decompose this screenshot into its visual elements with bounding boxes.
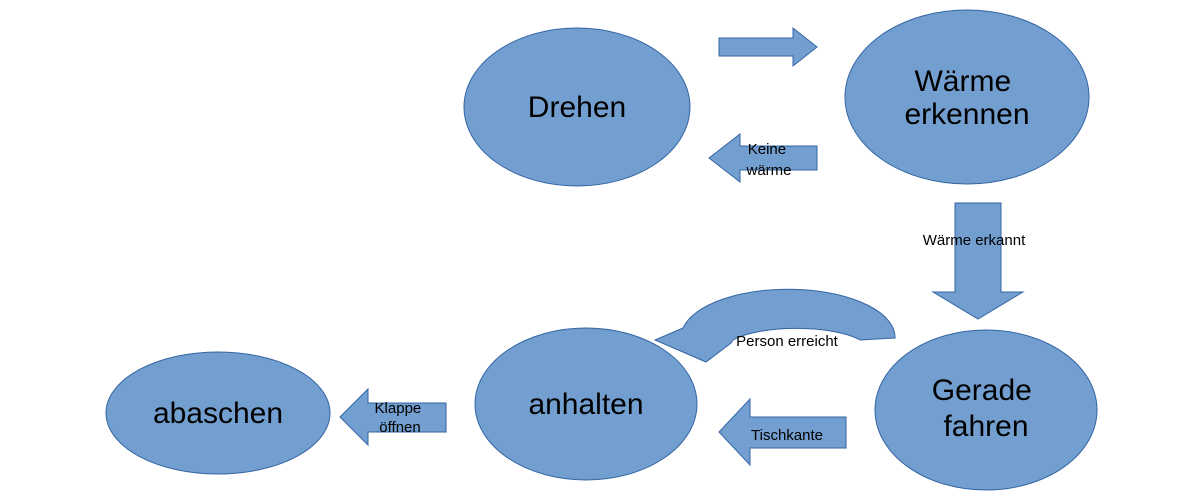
node-waerme-erkennen-label: Wärme erkennen [904, 65, 1029, 131]
node-waerme-erkennen-line-2: erkennen [904, 98, 1029, 131]
label-klappe-oeffnen-line-1: Klappe [375, 400, 422, 417]
label-waerme-erkannt: Wärme erkannt [923, 232, 1026, 249]
arrow-klappe-oeffnen: Klappe öffnen [339, 387, 447, 447]
label-keine-waerme-line-1: Keine [748, 141, 786, 158]
label-person-erreicht: Person erreicht [736, 333, 839, 350]
label-keine-waerme-line-2: wärme [745, 162, 791, 179]
label-klappe-oeffnen: Klappe öffnen [375, 400, 426, 436]
node-waerme-erkennen: Wärme erkennen [844, 9, 1090, 185]
node-gerade-fahren-label: Gerade fahren [932, 374, 1040, 443]
node-anhalten: anhalten [474, 327, 698, 481]
node-drehen: Drehen [463, 27, 691, 187]
label-keine-waerme: Keine wärme [745, 141, 791, 179]
node-drehen-label: Drehen [528, 91, 626, 124]
arrow-drehen-to-waerme-erkennen [718, 26, 818, 68]
node-gerade-fahren-line-1: Gerade [932, 374, 1032, 407]
label-tischkante: Tischkante [751, 427, 823, 444]
label-klappe-oeffnen-line-2: öffnen [379, 419, 420, 436]
arrow-person-erreicht: Person erreicht [653, 288, 896, 363]
node-abaschen-label: abaschen [153, 397, 283, 430]
arrow-tischkante: Tischkante [718, 397, 847, 467]
node-anhalten-label: anhalten [528, 388, 643, 421]
arrow-keine-waerme: Keine wärme [708, 132, 818, 184]
arrow-waerme-erkannt: Wärme erkannt [923, 202, 1026, 320]
node-abaschen: abaschen [105, 351, 331, 475]
node-gerade-fahren-line-2: fahren [943, 410, 1028, 443]
node-gerade-fahren: Gerade fahren [874, 329, 1098, 491]
node-waerme-erkennen-line-1: Wärme [914, 65, 1011, 98]
